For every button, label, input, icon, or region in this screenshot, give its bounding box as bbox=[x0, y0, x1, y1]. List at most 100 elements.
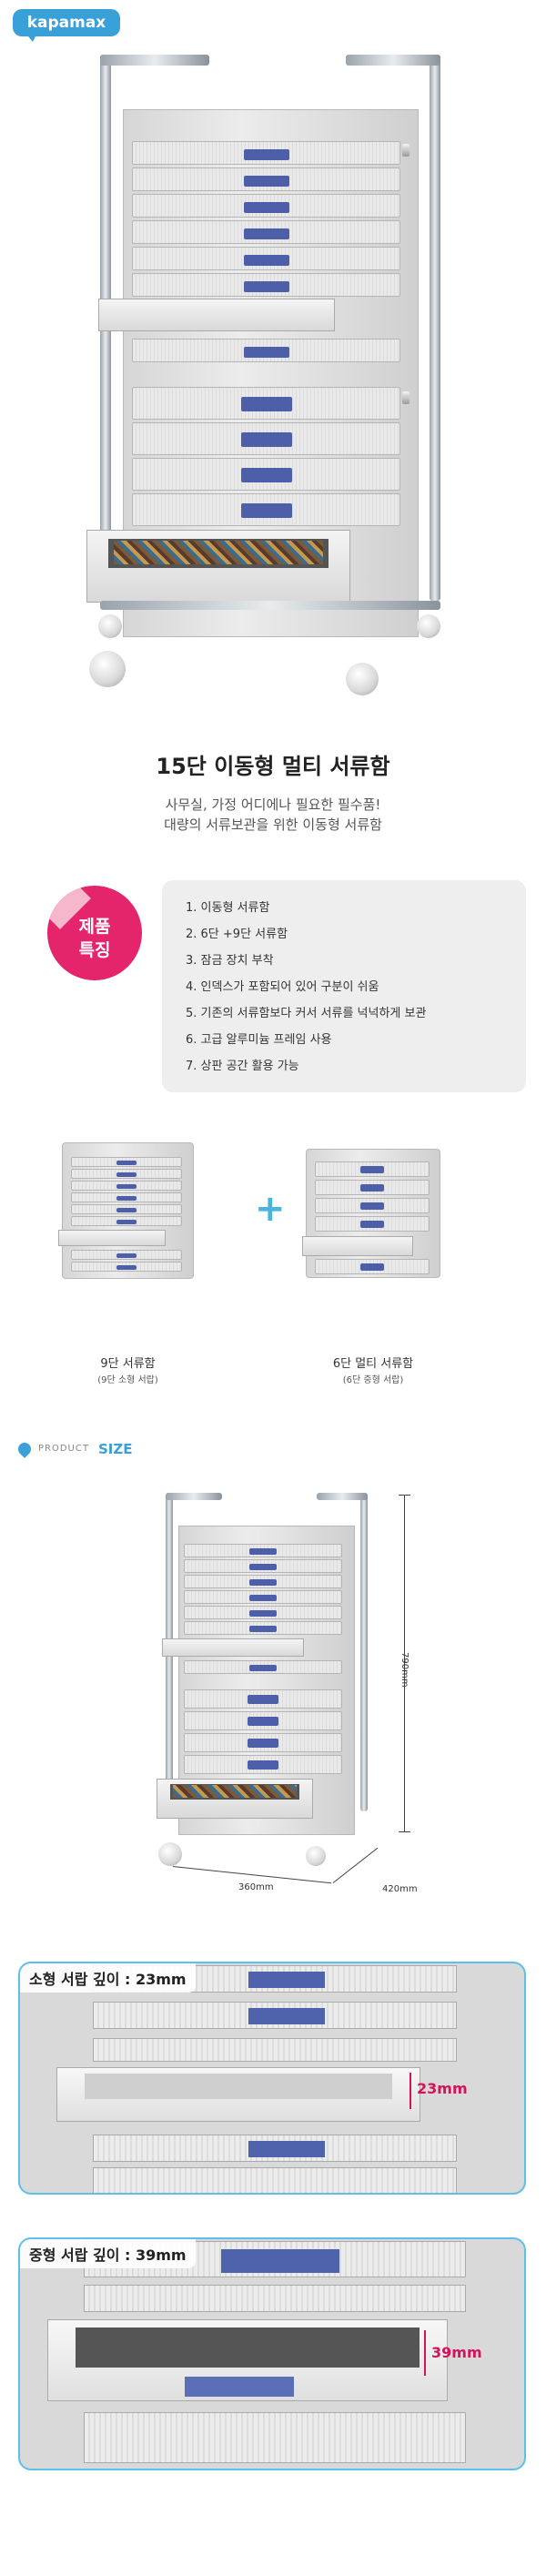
caster-wheel bbox=[89, 651, 126, 687]
six-tier-subcaption: (6단 중형 서랍) bbox=[342, 1375, 404, 1385]
drawer-open-top[interactable] bbox=[98, 299, 335, 331]
six-tier-cabinet-image bbox=[302, 1149, 440, 1278]
height-dimension-tick bbox=[399, 1495, 410, 1496]
drawer-6[interactable] bbox=[132, 273, 400, 297]
map-pin-icon bbox=[15, 1440, 34, 1458]
drawer-10[interactable] bbox=[132, 458, 400, 491]
six-tier-caption: 6단 멀티 서류함 bbox=[332, 1357, 414, 1371]
feature-item: 1. 이동형 서류함 bbox=[186, 901, 270, 915]
drawer[interactable] bbox=[184, 1711, 342, 1730]
medium-drawer-detail: 중형 서랍 깊이 : 39mm 39mm bbox=[18, 2237, 526, 2470]
drawer-7[interactable] bbox=[132, 339, 400, 362]
badge-line1: 제품 bbox=[78, 917, 111, 937]
drawer-1[interactable] bbox=[132, 141, 400, 165]
drawer-4[interactable] bbox=[132, 220, 400, 244]
small-drawer[interactable] bbox=[71, 1204, 182, 1214]
height-dimension-line bbox=[404, 1495, 405, 1831]
handle-left bbox=[100, 55, 209, 66]
feature-item: 4. 인덱스가 포함되어 있어 구분이 쉬움 bbox=[186, 980, 379, 994]
medium-drawer[interactable] bbox=[315, 1161, 430, 1177]
drawer-3[interactable] bbox=[132, 194, 400, 218]
feature-item: 3. 잠금 장치 부착 bbox=[186, 954, 274, 968]
drawer-8[interactable] bbox=[132, 387, 400, 420]
feature-item: 2. 6단 +9단 서류함 bbox=[186, 928, 288, 941]
kapamax-logo[interactable]: kapamax bbox=[13, 9, 120, 44]
product-size-small-text: PRODUCT bbox=[38, 1444, 89, 1454]
detail-drawer bbox=[93, 2135, 457, 2162]
detail-drawer bbox=[84, 2285, 466, 2312]
feature-item: 5. 기존의 서류함보다 커서 서류를 넉넉하게 보관 bbox=[186, 1007, 427, 1020]
medium-drawer-open[interactable] bbox=[302, 1236, 413, 1256]
small-drawer-depth-label: 소형 서랍 깊이 : 23mm bbox=[20, 1963, 196, 1993]
small-drawer-open[interactable] bbox=[58, 1230, 166, 1246]
width-value: 360mm bbox=[238, 1882, 274, 1892]
drawer-5[interactable] bbox=[132, 247, 400, 270]
height-value: 790mm bbox=[399, 1652, 410, 1688]
badge-line2: 특징 bbox=[78, 940, 111, 960]
depth-measure-line bbox=[410, 2073, 411, 2109]
features-badge: 제품 특징 bbox=[47, 886, 142, 980]
drawer[interactable] bbox=[184, 1544, 342, 1557]
width-dimension-line bbox=[172, 1866, 332, 1884]
frame-rail-right bbox=[430, 55, 440, 601]
drawer[interactable] bbox=[184, 1590, 342, 1604]
product-title: 15단 이동형 멀티 서류함 bbox=[156, 754, 390, 779]
lock-icon[interactable] bbox=[402, 144, 410, 157]
drawer-11[interactable] bbox=[132, 493, 400, 526]
detail-drawer bbox=[93, 2038, 457, 2062]
feature-item: 7. 상판 공간 활용 가능 bbox=[186, 1060, 299, 1073]
product-size-big-text: SIZE bbox=[98, 1441, 133, 1457]
caster-wheel bbox=[98, 614, 122, 638]
detail-drawer bbox=[84, 2412, 466, 2463]
logo-bubble-tail bbox=[24, 31, 38, 42]
depth-value: 420mm bbox=[382, 1884, 418, 1894]
drawer[interactable] bbox=[184, 1755, 342, 1774]
medium-drawer[interactable] bbox=[315, 1180, 430, 1195]
drawer[interactable] bbox=[184, 1733, 342, 1752]
detail-drawer bbox=[93, 2167, 457, 2193]
caster-wheel bbox=[346, 663, 379, 695]
medium-drawer[interactable] bbox=[315, 1259, 430, 1274]
product-subtitle-1: 사무실, 가정 어디에나 필요한 필수품! bbox=[165, 796, 381, 813]
drawer-open[interactable] bbox=[162, 1638, 304, 1657]
detail-drawer-open bbox=[56, 2067, 420, 2122]
drawer-open-bottom[interactable] bbox=[86, 530, 350, 603]
drawer[interactable] bbox=[184, 1606, 342, 1619]
drawer-9[interactable] bbox=[132, 422, 400, 455]
medium-drawer-depth-value: 39mm bbox=[431, 2344, 482, 2361]
drawer-open[interactable] bbox=[157, 1779, 313, 1819]
handle-right bbox=[346, 55, 440, 66]
drawer-2[interactable] bbox=[132, 167, 400, 191]
medium-drawer-depth-label: 중형 서랍 깊이 : 39mm bbox=[20, 2239, 196, 2268]
drawer[interactable] bbox=[184, 1559, 342, 1573]
caster-wheel bbox=[417, 614, 440, 638]
small-drawer-detail: 소형 서랍 깊이 : 23mm 23mm bbox=[18, 1962, 526, 2195]
small-drawer-depth-value: 23mm bbox=[417, 2080, 468, 2097]
nine-tier-cabinet-image bbox=[58, 1142, 194, 1279]
medium-drawer[interactable] bbox=[315, 1198, 430, 1213]
small-drawer[interactable] bbox=[71, 1169, 182, 1179]
drawer[interactable] bbox=[184, 1660, 342, 1674]
small-drawer[interactable] bbox=[71, 1262, 182, 1272]
plus-symbol: + bbox=[255, 1188, 286, 1230]
detail-drawer bbox=[93, 2002, 457, 2029]
small-drawer[interactable] bbox=[71, 1216, 182, 1226]
feature-item: 6. 고급 알루미늄 프레임 사용 bbox=[186, 1033, 332, 1047]
detail-drawer-open bbox=[47, 2319, 448, 2401]
small-drawer[interactable] bbox=[71, 1157, 182, 1167]
height-dimension-tick bbox=[399, 1831, 410, 1832]
small-drawer[interactable] bbox=[71, 1250, 182, 1260]
product-subtitle-2: 대량의 서류보관을 위한 이동형 서류함 bbox=[164, 816, 382, 833]
hero-cabinet-image bbox=[82, 55, 464, 695]
features-list: 1. 이동형 서류함 2. 6단 +9단 서류함 3. 잠금 장치 부착 4. … bbox=[162, 880, 526, 1080]
small-drawer[interactable] bbox=[71, 1192, 182, 1202]
drawer[interactable] bbox=[184, 1575, 342, 1588]
nine-tier-subcaption: (9단 소형 서랍) bbox=[97, 1375, 158, 1385]
drawer[interactable] bbox=[184, 1689, 342, 1709]
features-list-box: 1. 이동형 서류함 2. 6단 +9단 서류함 3. 잠금 장치 부착 4. … bbox=[162, 880, 526, 1092]
drawer[interactable] bbox=[184, 1621, 342, 1635]
medium-drawer[interactable] bbox=[315, 1216, 430, 1232]
small-drawer[interactable] bbox=[71, 1181, 182, 1191]
lock-icon[interactable] bbox=[402, 391, 410, 404]
